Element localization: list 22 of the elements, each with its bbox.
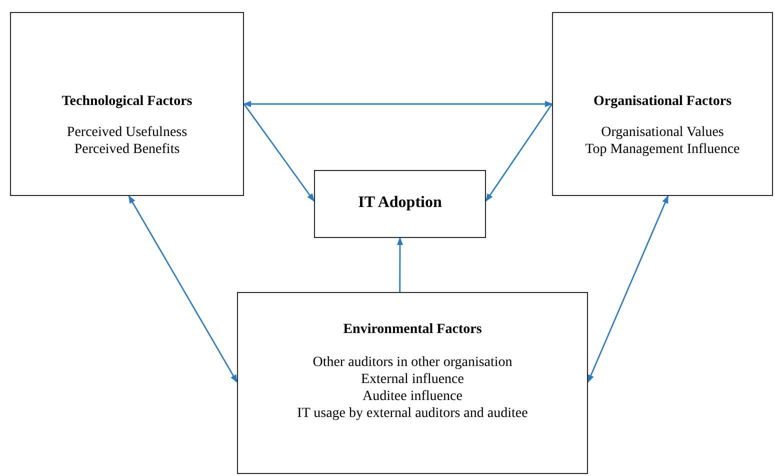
factor-item: Organisational Values — [601, 124, 724, 141]
outcome-box — [314, 170, 486, 238]
box-heading: Technological Factors — [62, 93, 192, 110]
box-heading: Organisational Factors — [593, 93, 732, 110]
connector-arrow — [128, 195, 238, 383]
factor-item: External influence — [360, 371, 464, 388]
connector-arrow — [243, 100, 553, 108]
connector-arrow — [485, 104, 553, 202]
factor-item: Top Management Influence — [585, 141, 740, 158]
factor-item: Other auditors in other organisation — [312, 354, 512, 371]
factor-item: IT usage by external auditors and auditee — [297, 405, 528, 422]
connector-arrow — [396, 237, 404, 292]
connector-arrow — [243, 104, 315, 202]
box-heading: IT Adoption — [358, 194, 442, 211]
box-heading: Environmental Factors — [343, 321, 482, 338]
connector-arrow — [587, 195, 669, 383]
factor-box — [237, 292, 588, 474]
factor-box — [552, 12, 773, 196]
factor-item: Perceived Usefulness — [66, 124, 188, 141]
factor-item: Auditee influence — [362, 388, 462, 405]
factor-box — [10, 12, 244, 196]
factor-item: Perceived Benefits — [74, 141, 180, 158]
